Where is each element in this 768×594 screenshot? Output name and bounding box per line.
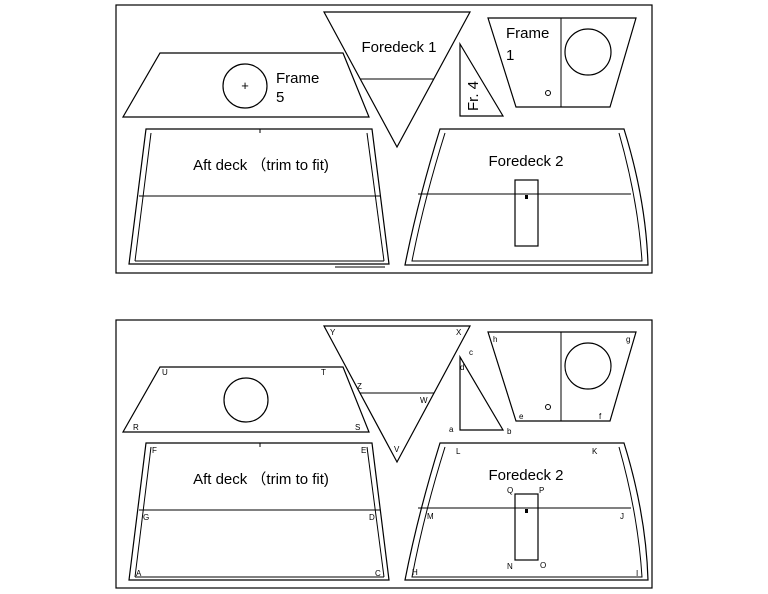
frame5-center-mark: +: [241, 78, 249, 93]
aftdeck-lettered-inner-left: [134, 446, 152, 578]
point-e: e: [519, 412, 524, 421]
frame1-lettered-outline: [487, 331, 637, 422]
aftdeck-lettered-inner-right: [366, 446, 385, 578]
foredeck2-lettered-label: Foredeck 2: [488, 467, 563, 484]
frame5-outline: [121, 52, 370, 118]
aftdeck-piece: Aft deck （trim to fit): [128, 128, 390, 268]
bottom-panel: U T R S Y X Z W V c d a b: [115, 319, 653, 589]
foredeck2-inner: [411, 132, 643, 262]
frame1-lettered-piece: h g e f: [487, 331, 637, 422]
aftdeck-lettered-label: Aft deck （trim to fit): [193, 471, 329, 488]
aftdeck-outer: [128, 128, 390, 265]
frame4-piece: Fr. 4: [459, 41, 505, 117]
point-C: C: [375, 569, 381, 578]
frame1-piece: Frame 1: [487, 17, 637, 108]
foredeck2-piece: Foredeck 2: [404, 128, 649, 266]
foredeck1-piece: Foredeck 1: [322, 11, 472, 149]
frame1-lettered-hole: [564, 342, 612, 390]
aftdeck-label: Aft deck （trim to fit): [193, 157, 329, 174]
point-Z: Z: [357, 382, 362, 391]
foredeck1-lettered-outline: [322, 325, 472, 464]
point-S: S: [355, 423, 360, 432]
point-N: N: [507, 562, 513, 571]
aftdeck-lettered-outer: [128, 442, 390, 581]
frame5-lettered-outline: [121, 366, 370, 433]
frame4-outline: [459, 41, 505, 117]
point-L: L: [456, 447, 461, 456]
frame5-lettered-hole: [223, 377, 269, 423]
point-G: G: [143, 513, 149, 522]
point-d: d: [460, 363, 464, 372]
point-f: f: [599, 412, 602, 421]
foredeck2-lettered-slot-mark: [525, 509, 528, 513]
point-M: M: [427, 512, 434, 521]
frame5-piece: + Frame 5: [121, 52, 370, 118]
point-F: F: [152, 446, 157, 455]
point-h: h: [493, 335, 497, 344]
point-H: H: [412, 568, 418, 577]
foredeck2-outer: [404, 128, 649, 266]
point-g: g: [626, 335, 630, 344]
point-R: R: [133, 423, 139, 432]
frame1-hole: [564, 28, 612, 76]
foredeck1-lettered-piece: Y X Z W V: [322, 325, 472, 464]
foredeck2-lettered-inner: [411, 446, 643, 578]
aftdeck-lettered-piece: Aft deck （trim to fit) F E G D A C: [128, 442, 390, 581]
point-c: c: [469, 348, 473, 357]
point-A: A: [136, 569, 142, 578]
point-E: E: [361, 446, 366, 455]
foredeck2-slot-mark: [525, 195, 528, 199]
frame1-label-line2: 1: [506, 47, 514, 64]
frame5-label-line1: Frame: [276, 70, 319, 87]
point-J: J: [620, 512, 624, 521]
point-Q: Q: [507, 486, 513, 495]
top-panel: + Frame 5 Foredeck 1 Fr. 4 Frame 1: [115, 4, 653, 274]
foredeck2-lettered-piece: Foredeck 2 L K Q P M J N O H I: [404, 442, 649, 581]
point-D: D: [369, 513, 375, 522]
point-X: X: [456, 328, 462, 337]
frame1-outline: [487, 17, 637, 108]
frame4-lettered-piece: c d a b: [449, 348, 512, 436]
point-I: I: [636, 569, 638, 578]
aftdeck-inner-left: [134, 132, 152, 262]
point-P: P: [539, 486, 544, 495]
frame5-hole: [222, 63, 268, 109]
point-O: O: [540, 561, 546, 570]
frame4-lettered-outline: [459, 354, 505, 431]
point-U: U: [162, 368, 168, 377]
foredeck1-label: Foredeck 1: [361, 39, 436, 56]
foredeck2-cockpit-slot: [514, 179, 539, 247]
point-a: a: [449, 425, 454, 434]
frame1-small-hole: [545, 90, 551, 96]
point-Y: Y: [330, 328, 336, 337]
point-K: K: [592, 447, 598, 456]
foredeck2-lettered-outer: [404, 442, 649, 581]
foredeck2-lettered-cockpit-slot: [514, 493, 539, 561]
frame5-lettered-piece: U T R S: [121, 366, 370, 433]
point-W: W: [420, 396, 428, 405]
frame4-label: Fr. 4: [465, 81, 482, 111]
aftdeck-inner-right: [366, 132, 385, 262]
frame1-lettered-small-hole: [545, 404, 551, 410]
bottom-panel-border: [115, 319, 653, 589]
foredeck2-label: Foredeck 2: [488, 153, 563, 170]
point-V: V: [394, 445, 400, 454]
frame1-label-line1: Frame: [506, 25, 549, 42]
point-T: T: [321, 368, 326, 377]
point-b: b: [507, 427, 512, 436]
frame5-label-line2: 5: [276, 89, 284, 106]
